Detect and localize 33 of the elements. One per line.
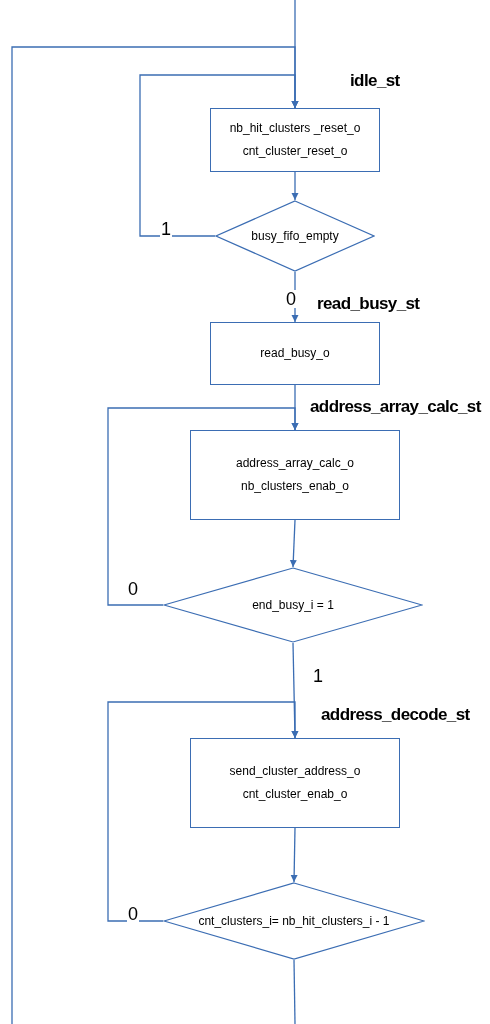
connector-arrow: [107, 701, 299, 922]
state-name: idle_st: [350, 72, 400, 89]
state-name: address_array_calc_st: [310, 398, 481, 415]
connector-arrow: [139, 74, 299, 237]
edge-label: 0: [127, 580, 139, 598]
process-box: [190, 738, 400, 828]
output-signal: cnt_cluster_reset_o: [242, 144, 348, 159]
state-name: address_decode_st: [321, 706, 470, 723]
edge-label: 1: [312, 667, 324, 685]
edge-label: 0: [285, 290, 297, 308]
output-signal: nb_hit_clusters _reset_o: [229, 121, 361, 136]
connector-arrow: [291, 171, 299, 201]
decision-diamond: [215, 200, 375, 272]
output-signal: send_cluster_address_o: [229, 764, 361, 779]
decision-diamond: [163, 567, 423, 643]
process-box: [210, 108, 380, 172]
condition-text: end_busy_i = 1: [252, 597, 334, 613]
edge-label: 0: [127, 905, 139, 923]
output-signal: address_array_calc_o: [235, 456, 355, 471]
process-box: [190, 430, 400, 520]
decision-diamond: [163, 882, 425, 960]
connector-arrow: [107, 407, 299, 606]
connector-arrow: [290, 827, 298, 883]
output-signal: read_busy_o: [260, 346, 330, 361]
process-box: [210, 322, 380, 385]
connector-arrow: [11, 46, 299, 1024]
connector-arrow: [289, 519, 297, 568]
condition-text: cnt_clusters_i= nb_hit_clusters_i - 1: [198, 913, 390, 929]
state-name: read_busy_st: [317, 295, 420, 312]
output-signal: nb_clusters_enab_o: [240, 479, 350, 494]
condition-text: busy_fifo_empty: [251, 228, 339, 244]
output-signal: cnt_cluster_enab_o: [242, 787, 348, 802]
edge-label: 1: [160, 220, 172, 238]
